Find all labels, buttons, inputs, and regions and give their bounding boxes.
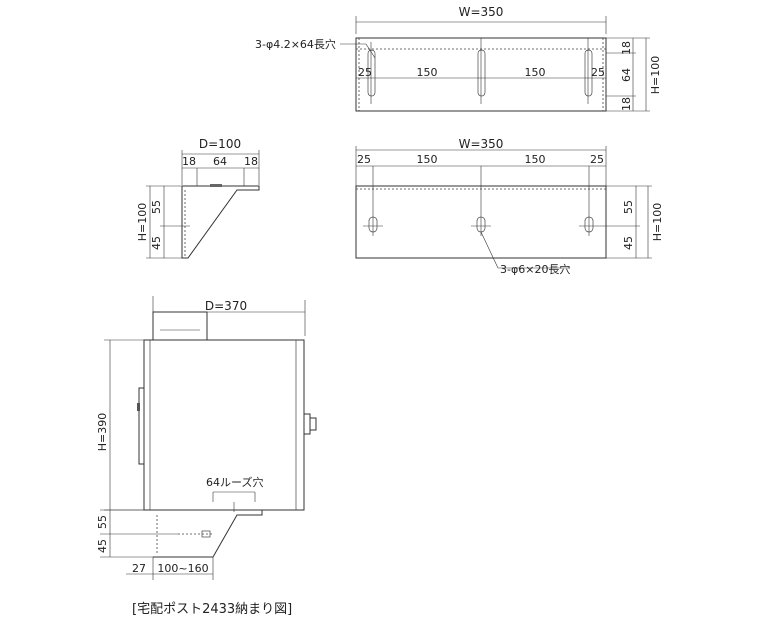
side-view: D=100 18 64 18 H=100 55 45 [136,137,260,259]
slot-front-right [584,216,594,233]
front-view: W=350 25 150 150 25 3-φ6×20長穴 55 45 H=10… [355,137,664,276]
side-dim-18a: 18 [182,155,196,168]
mount-dim-55: 55 [96,515,109,529]
slot-right [584,49,593,97]
top-height-label: H=100 [649,56,662,94]
mount-depth-label: D=370 [205,299,247,313]
mount-dim-27: 27 [132,562,146,575]
top-width-label: W=350 [459,5,504,19]
top-edge-right: 25 [591,66,605,79]
side-dim-45: 45 [150,236,163,250]
top-spacing-b: 150 [525,66,546,79]
front-width-label: W=350 [459,137,504,151]
front-spacing-b: 150 [525,153,546,166]
top-slot-label: 3-φ4.2×64長穴 [255,37,336,51]
top-edge-left: 25 [358,66,372,79]
side-dim-64: 64 [213,155,227,168]
front-height-label: H=100 [651,203,664,241]
front-slot-label: 3-φ6×20長穴 [500,262,570,276]
slot-left [367,49,376,97]
front-spacing-a: 150 [417,153,438,166]
side-dim-55: 55 [150,200,163,214]
drawing-caption: [宅配ポスト2433納まり図] [132,602,293,617]
side-depth-label: D=100 [199,137,241,151]
side-height-label: H=100 [136,203,149,241]
mount-dim-range: 100~160 [157,562,208,575]
front-dim-55: 55 [622,200,635,214]
mount-view: D=370 H=390 64ルーズ穴 55 [96,296,317,580]
top-dim-18b: 18 [620,97,633,111]
top-dim-64: 64 [620,68,633,82]
top-spacing-a: 150 [417,66,438,79]
mount-dim-45: 45 [96,539,109,553]
front-dim-45: 45 [622,236,635,250]
front-edge-right: 25 [590,153,604,166]
slot-front-left [368,216,378,233]
loose-hole-label: 64ルーズ穴 [206,475,263,489]
side-dim-18b: 18 [244,155,258,168]
slot-center [477,49,486,97]
top-view: W=350 3-φ4.2×64長穴 25 150 150 25 18 64 18 [255,5,662,112]
front-edge-left: 25 [357,153,371,166]
mount-height-label: H=390 [96,413,109,451]
top-dim-18a: 18 [620,41,633,55]
